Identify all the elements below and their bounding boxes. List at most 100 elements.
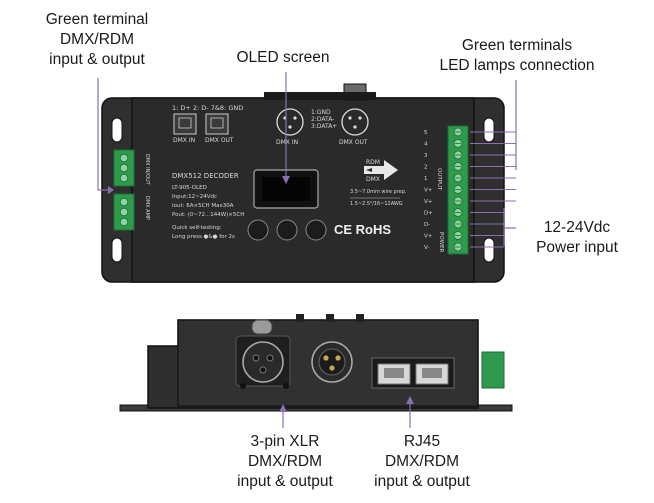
terminal-pin-label: 4 bbox=[424, 142, 428, 148]
mounting-slot bbox=[483, 117, 495, 143]
terminal-screw bbox=[119, 163, 129, 173]
xlr-pinout-2: 2:DATA- bbox=[311, 116, 334, 123]
callout-line: OLED screen bbox=[236, 49, 330, 66]
model-title: DMX512 DECODER bbox=[172, 172, 239, 180]
terminal-screw bbox=[119, 217, 129, 227]
rj45-socket-icon bbox=[178, 117, 192, 129]
terminal-pin-label: V+ bbox=[424, 199, 433, 205]
xlr-gold-pin bbox=[329, 365, 335, 371]
terminal-screws-left bbox=[119, 153, 129, 227]
terminal-pin-label: V+ bbox=[424, 234, 433, 240]
button-3[interactable] bbox=[305, 219, 327, 241]
left-terminal-bottom-label: DMX AMP bbox=[144, 196, 150, 220]
arrow-right-icon bbox=[108, 186, 114, 194]
button-2[interactable] bbox=[276, 219, 298, 241]
terminal-pin-label: 2 bbox=[424, 165, 428, 171]
terminal-pin-label: V- bbox=[424, 245, 429, 251]
terminal-screw bbox=[119, 207, 129, 217]
terminal-pin-label: D- bbox=[424, 222, 430, 228]
xlr-pin bbox=[288, 125, 292, 129]
xlr-in-label: DMX IN bbox=[276, 139, 298, 146]
mounting-slot bbox=[111, 237, 123, 263]
ce-rohs-mark: CE RoHS bbox=[334, 222, 391, 237]
spec-line: Iout: 6A×5CH Max30A bbox=[172, 203, 234, 209]
terminal-screw bbox=[119, 153, 129, 163]
xlr-out-symbol bbox=[341, 108, 369, 136]
xlr-latch bbox=[251, 319, 273, 335]
spec-line: Pout: (0~72...144W)×5CH bbox=[172, 212, 244, 218]
side-green-terminal bbox=[481, 351, 505, 389]
button-1[interactable] bbox=[247, 219, 269, 241]
side-tab bbox=[356, 314, 364, 322]
callout-line: Green terminals bbox=[461, 37, 573, 54]
rdm-label: RDM bbox=[366, 159, 380, 166]
callout-line: 3-pin XLR bbox=[250, 433, 320, 450]
rj45-port-out bbox=[205, 113, 229, 135]
xlr-socket bbox=[259, 366, 267, 374]
rdm-dmx-arrow-icon bbox=[364, 160, 398, 180]
callout-line-dmx bbox=[97, 78, 112, 191]
callout-line: LED lamps connection bbox=[439, 57, 595, 74]
callout-lines-bottom bbox=[282, 402, 411, 428]
left-terminal-top-label: DMX IN/OUT bbox=[144, 154, 150, 186]
spec-line: LT-905-OLED bbox=[172, 185, 207, 191]
led-callout-arrows bbox=[470, 131, 516, 248]
arrow-up-icon bbox=[279, 404, 287, 412]
device-top-view: 1: D+ 2: D- 7&8: GND DMX IN DMX OUT 1:GN… bbox=[101, 83, 505, 283]
callout-rj45: RJ45 DMX/RDM input & output bbox=[352, 432, 492, 492]
terminal-pin-label: V+ bbox=[424, 188, 433, 194]
dmx-label: DMX bbox=[366, 176, 380, 183]
xlr-pin bbox=[353, 125, 357, 129]
xlr-pinout-3: 3:DATA+ bbox=[311, 123, 337, 130]
callout-oled-screen: OLED screen bbox=[218, 48, 348, 68]
arrow-up-icon bbox=[406, 396, 414, 404]
rj45-out-label: DMX OUT bbox=[205, 137, 234, 144]
callout-line: DMX/RDM bbox=[384, 453, 460, 470]
callout-green-terminal-dmx: Green terminal DMX/RDM input & output bbox=[18, 10, 176, 70]
terminal-screws-right bbox=[453, 127, 463, 252]
rj45-port-in bbox=[173, 113, 197, 135]
xlr-gold-pin bbox=[323, 355, 329, 361]
spec-line: Input:12~24Vdc bbox=[172, 194, 217, 200]
callout-line: input & output bbox=[49, 51, 145, 68]
arrow-down-icon bbox=[282, 176, 290, 184]
callout-line: DMX/RDM bbox=[247, 453, 323, 470]
callout-line: 12-24Vdc bbox=[543, 219, 611, 236]
terminal-screw bbox=[119, 197, 129, 207]
rj45-contacts bbox=[422, 368, 442, 378]
callout-lines-top bbox=[97, 72, 517, 246]
wire-spec-line: 1.5~2.5²/16~12AWG bbox=[350, 201, 403, 207]
callout-line: Power input bbox=[536, 239, 618, 256]
terminal-pin-label: D+ bbox=[424, 211, 433, 217]
wire-spec-line: 3.5~7.0mm wire prep. bbox=[350, 189, 407, 195]
callout-power-input: 12-24Vdc Power input bbox=[518, 218, 636, 258]
screw bbox=[240, 383, 246, 389]
side-tab bbox=[296, 314, 304, 322]
xlr-gold-pin bbox=[335, 355, 341, 361]
callout-line: Green terminal bbox=[45, 11, 149, 28]
xlr-pin bbox=[358, 116, 362, 120]
side-tab bbox=[326, 314, 334, 322]
xlr-in-symbol bbox=[276, 108, 304, 136]
xlr-pinout-1: 1:GND bbox=[311, 109, 331, 116]
terminal-pin-label: 1 bbox=[424, 176, 428, 182]
rj45-socket-icon bbox=[210, 117, 224, 129]
terminal-pin-label: 5 bbox=[424, 130, 428, 136]
xlr-pin bbox=[293, 116, 297, 120]
xlr-male-inner bbox=[318, 348, 346, 376]
xlr-socket bbox=[252, 354, 260, 362]
terminal-screw bbox=[119, 173, 129, 183]
xlr-pin bbox=[348, 116, 352, 120]
rj45-in-label: DMX IN bbox=[173, 137, 195, 144]
mounting-slot bbox=[111, 117, 123, 143]
callout-line: DMX/RDM bbox=[59, 31, 135, 48]
device-side-view bbox=[119, 314, 513, 412]
xlr-female-connector[interactable] bbox=[242, 341, 284, 383]
screw bbox=[283, 383, 289, 389]
output-label: OUTPUT bbox=[436, 168, 442, 191]
xlr-socket bbox=[266, 354, 274, 362]
callout-line: RJ45 bbox=[403, 433, 441, 450]
callout-line: input & output bbox=[374, 473, 470, 490]
